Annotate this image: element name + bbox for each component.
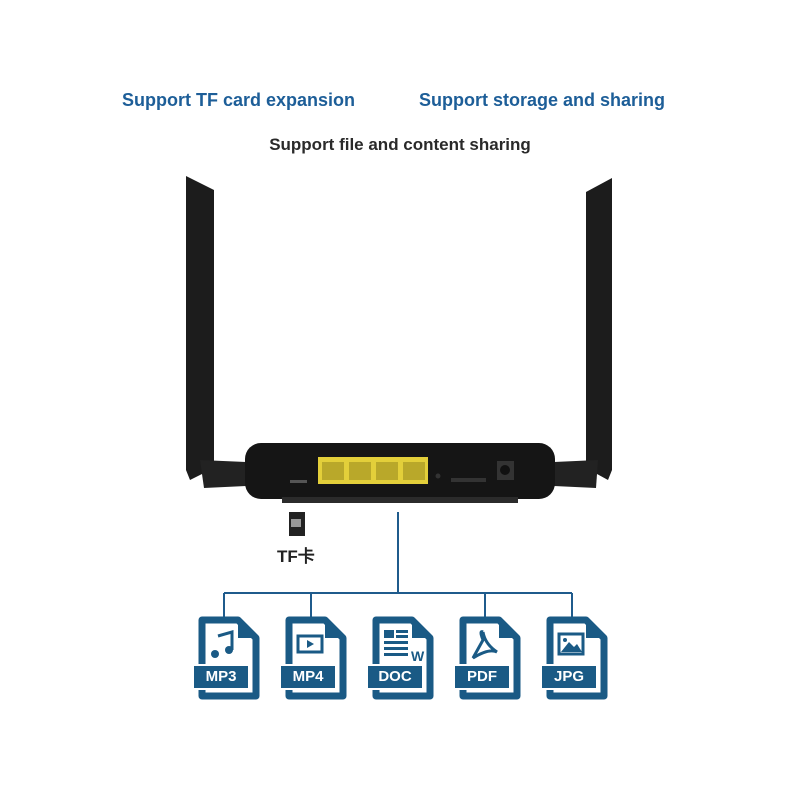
file-mp3: MP3 (192, 616, 264, 702)
tf-card-icon (289, 512, 305, 536)
right-antenna-icon (554, 178, 612, 488)
connector-lines (223, 512, 573, 620)
file-doc: W DOC (366, 616, 438, 702)
file-type-label: JPG (540, 664, 598, 690)
tf-card-slot (451, 478, 486, 482)
heading-storage: Support storage and sharing (419, 90, 666, 110)
file-type-label: DOC (366, 664, 424, 690)
left-antenna-icon (186, 176, 246, 488)
tf-card-label: TF卡 (277, 547, 315, 566)
svg-text:W: W (411, 648, 425, 664)
heading-file-sharing: Support file and content sharing (269, 135, 531, 154)
file-mp4: MP4 (279, 616, 351, 702)
heading-tf-card: Support TF card expansion (122, 90, 356, 110)
file-jpg: JPG (540, 616, 612, 702)
file-type-label: PDF (453, 664, 511, 690)
file-type-label: MP3 (192, 664, 250, 690)
file-pdf: PDF (453, 616, 525, 702)
file-type-label: MP4 (279, 664, 337, 690)
